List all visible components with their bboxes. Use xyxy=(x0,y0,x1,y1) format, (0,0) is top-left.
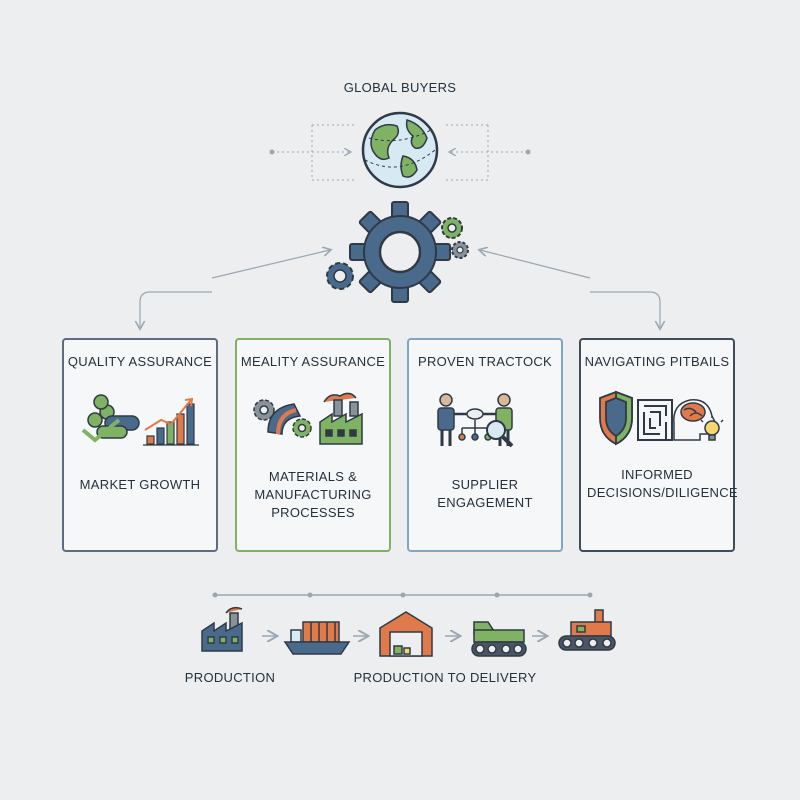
ship-icon xyxy=(283,621,351,655)
growth-chart-icon xyxy=(143,397,199,446)
tracked-vehicle-icon xyxy=(471,621,527,657)
card-title: QUALITY ASSURANCE xyxy=(67,354,213,369)
card-title: PROVEN TRACTOCK xyxy=(417,354,553,369)
globe-icon xyxy=(361,111,439,189)
industrial-gears-icon xyxy=(253,399,312,438)
card-proven-tractock: PROVEN TRACTOCK SUPPLIER ENGAGEMENT xyxy=(407,338,563,552)
card-meality-assurance: MEALITY ASSURANCE MATERIALS & MANUFACTUR… xyxy=(235,338,391,552)
card-navigating-pitbails: NAVIGATING PITBAILS INFORMED DECISIONS/D… xyxy=(579,338,738,552)
warehouse-icon xyxy=(379,611,433,657)
supplier-illustration xyxy=(437,393,514,448)
global-buyers-title: GLOBAL BUYERS xyxy=(343,80,457,95)
card-body: MATERIALS & MANUFACTURING PROCESSES xyxy=(254,469,372,520)
shield-icon xyxy=(599,390,633,446)
card-body: MARKET GROWTH xyxy=(79,477,201,492)
industrial-illustration xyxy=(253,392,363,445)
pipeline-label-production: PRODUCTION xyxy=(184,670,276,685)
lightbulb-icon xyxy=(700,416,724,441)
card-body: SUPPLIER ENGAGEMENT xyxy=(437,477,533,510)
factory-icon xyxy=(201,606,243,652)
pipeline-label-delivery: PRODUCTION TO DELIVERY xyxy=(353,670,537,685)
pipes-icon xyxy=(81,394,140,443)
factory-icon xyxy=(319,392,363,445)
navigation-illustration xyxy=(599,390,724,446)
card-title: MEALITY ASSURANCE xyxy=(240,354,386,369)
card-title: NAVIGATING PITBAILS xyxy=(584,354,730,369)
pipes-and-chart-illustration xyxy=(81,394,199,446)
maze-icon xyxy=(637,399,673,441)
tracked-vehicle-icon xyxy=(558,609,616,651)
magnifier-icon xyxy=(486,420,514,448)
gear-cluster-icon xyxy=(326,201,469,303)
card-quality-assurance: QUALITY ASSURANCE MARKET GROWTH xyxy=(62,338,218,552)
card-body: INFORMED DECISIONS/DILIGENCE xyxy=(587,467,738,500)
